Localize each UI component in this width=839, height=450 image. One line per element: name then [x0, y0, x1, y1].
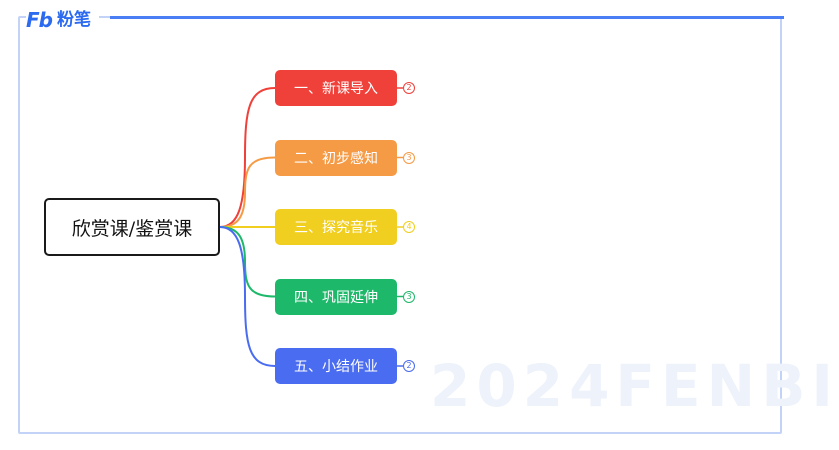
- branch-count-badge: 3: [403, 151, 415, 164]
- brand-logo: Fb 粉笔: [26, 8, 99, 32]
- branch-count-badge: 2: [403, 82, 415, 94]
- connector-line: [219, 226, 276, 367]
- connector-line: [219, 156, 276, 228]
- mindmap-connectors: [219, 87, 403, 367]
- frame-top-accent: [110, 16, 784, 19]
- brand-mark: Fb: [26, 8, 53, 32]
- connector-line: [219, 87, 276, 228]
- branch-node: 一、新课导入: [275, 70, 397, 106]
- mindmap-root-node: 欣赏课/鉴赏课: [44, 198, 220, 256]
- branch-node: 三、探究音乐: [275, 209, 397, 245]
- brand-name: 粉笔: [56, 10, 91, 30]
- branch-node: 四、巩固延伸: [275, 278, 397, 315]
- branch-node: 二、初步感知: [275, 139, 397, 176]
- branch-count-badge: 4: [403, 221, 415, 233]
- branch-count-badge: 2: [403, 360, 415, 372]
- connector-line: [219, 226, 276, 298]
- watermark: 2024FENBI: [430, 352, 839, 420]
- branch-node: 五、小结作业: [275, 348, 397, 384]
- branch-count-badge: 3: [403, 290, 415, 303]
